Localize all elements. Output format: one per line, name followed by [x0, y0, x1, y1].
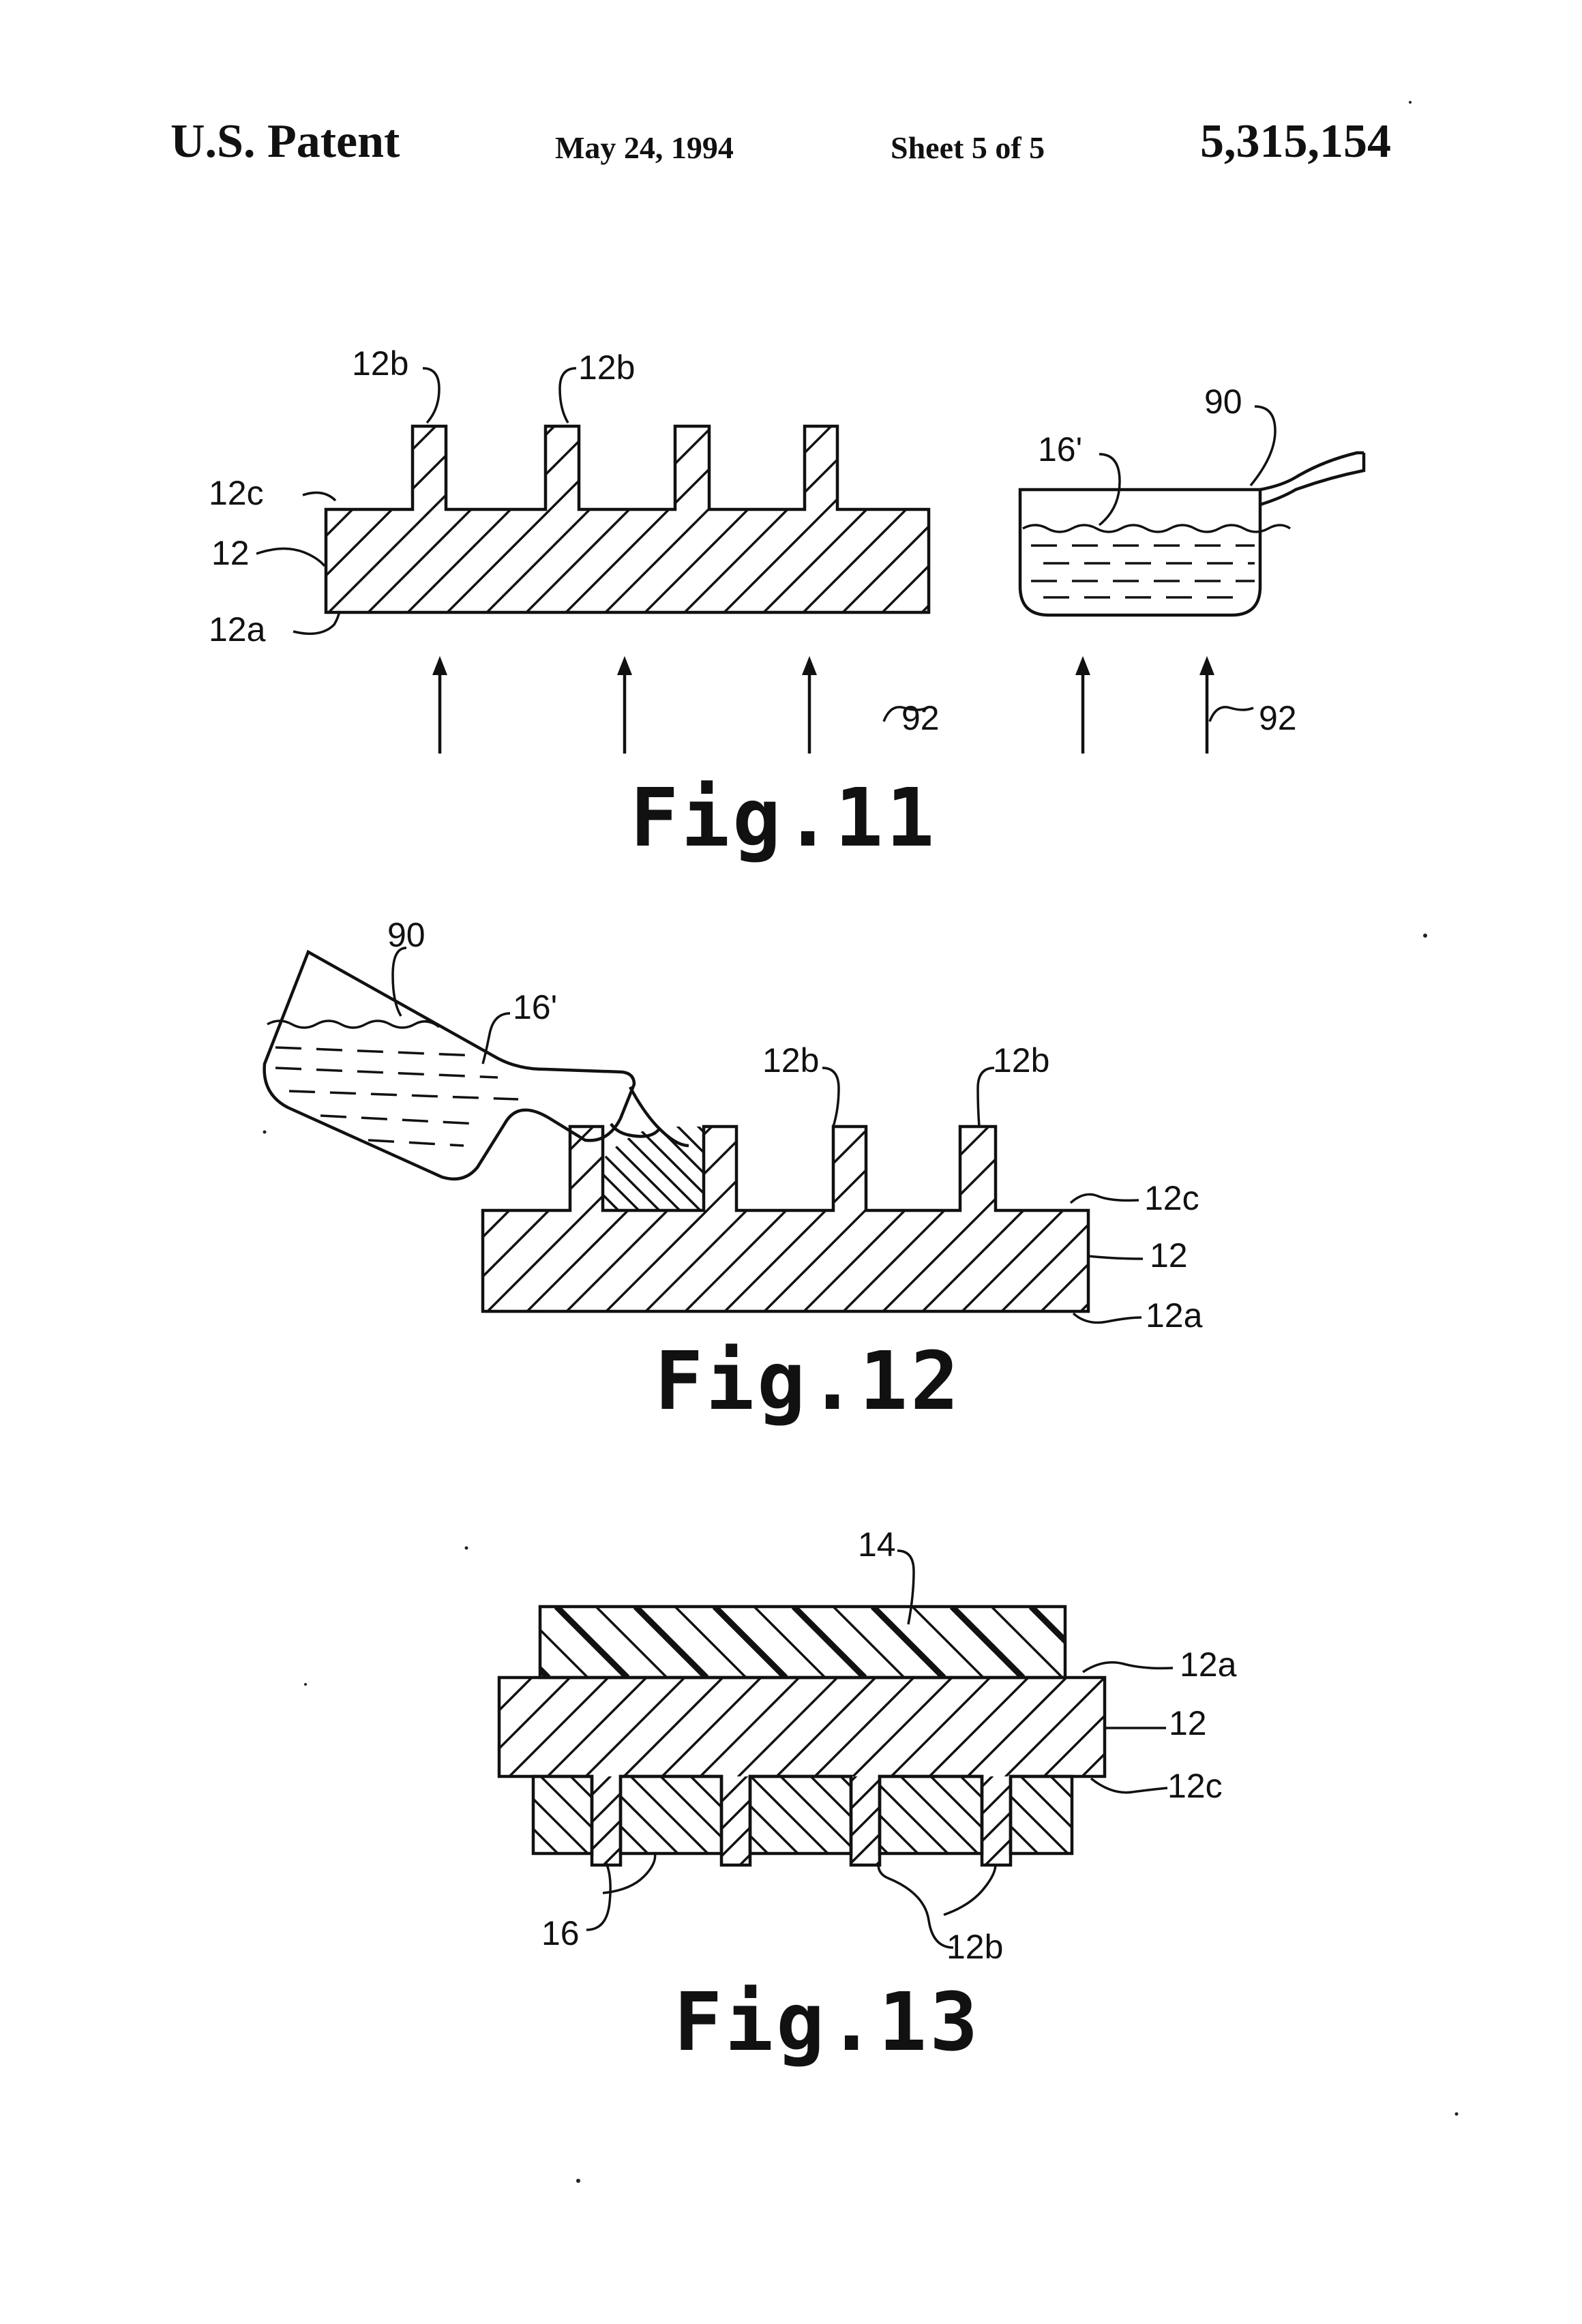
fig11-label-bottom: 12a	[209, 610, 266, 649]
fig11-label-rib-a: 12b	[352, 344, 408, 383]
fig11-label-liquid: 16'	[1038, 430, 1082, 468]
fig11-caption: Fig.11	[630, 771, 937, 865]
fig11-substrate-hatching	[90, 423, 1349, 614]
scan-specks	[263, 101, 1459, 2183]
fig12-substrate-outline	[483, 1127, 1088, 1311]
fig12-label-surface: 12c	[1144, 1179, 1199, 1217]
fig12-liquid-surface	[267, 1021, 439, 1028]
fig13-diagram: 14 12a 12 12c 16 12b Fig.13	[355, 1525, 1337, 2069]
fig11-label-surface: 12c	[209, 474, 264, 512]
fig13-label-fill: 16	[541, 1914, 580, 1952]
fig12-poured-fill-hatching	[491, 1124, 886, 1212]
fig12-diagram: 90 16' 12b 12b 12c 12 12a Fig.12	[248, 916, 1506, 1428]
fig13-label-substrate: 12	[1169, 1704, 1207, 1742]
fig13-caption: Fig.13	[674, 1975, 981, 2069]
fig11-label-vessel: 90	[1204, 383, 1242, 421]
fig13-label-surface: 12c	[1167, 1767, 1223, 1805]
fig11-liquid-dashes	[1031, 546, 1255, 597]
fig13-fill-hatching	[417, 1773, 1251, 1856]
fig11-substrate-outline	[326, 426, 929, 612]
fig12-label-substrate: 12	[1150, 1236, 1188, 1275]
fig12-vessel	[265, 952, 634, 1179]
fig13-label-bottom: 12a	[1180, 1645, 1237, 1684]
fig12-label-rib-a: 12b	[762, 1041, 819, 1079]
fig11-label-heat-a: 92	[901, 699, 940, 737]
fig11-vessel-handle	[1260, 453, 1364, 505]
fig12-label-rib-b: 12b	[993, 1041, 1049, 1079]
fig13-label-layer: 14	[858, 1525, 896, 1564]
fig13-label-ribs: 12b	[946, 1928, 1003, 1966]
fig11-label-rib-b: 12b	[578, 348, 635, 387]
fig11-heat-arrows	[432, 656, 1214, 754]
fig12-label-bottom: 12a	[1146, 1296, 1203, 1335]
fig12-label-vessel: 90	[387, 916, 426, 954]
fig11-diagram: 12b 12b 12c 12 12a 16' 90 92 92 Fig.11	[90, 344, 1364, 865]
fig12-liquid-dashes	[275, 1047, 518, 1146]
fig11-label-heat-b: 92	[1259, 699, 1297, 737]
fig12-caption: Fig.12	[655, 1334, 961, 1428]
fig12-label-liquid: 16'	[513, 988, 557, 1026]
fig13-layer-hatching	[477, 1607, 1141, 1678]
fig11-liquid-surface	[1023, 525, 1290, 532]
fig11-label-substrate: 12	[211, 534, 250, 572]
fig13-fill-blocks	[533, 1776, 1072, 1853]
fig12-substrate-hatching	[248, 1124, 1506, 1313]
